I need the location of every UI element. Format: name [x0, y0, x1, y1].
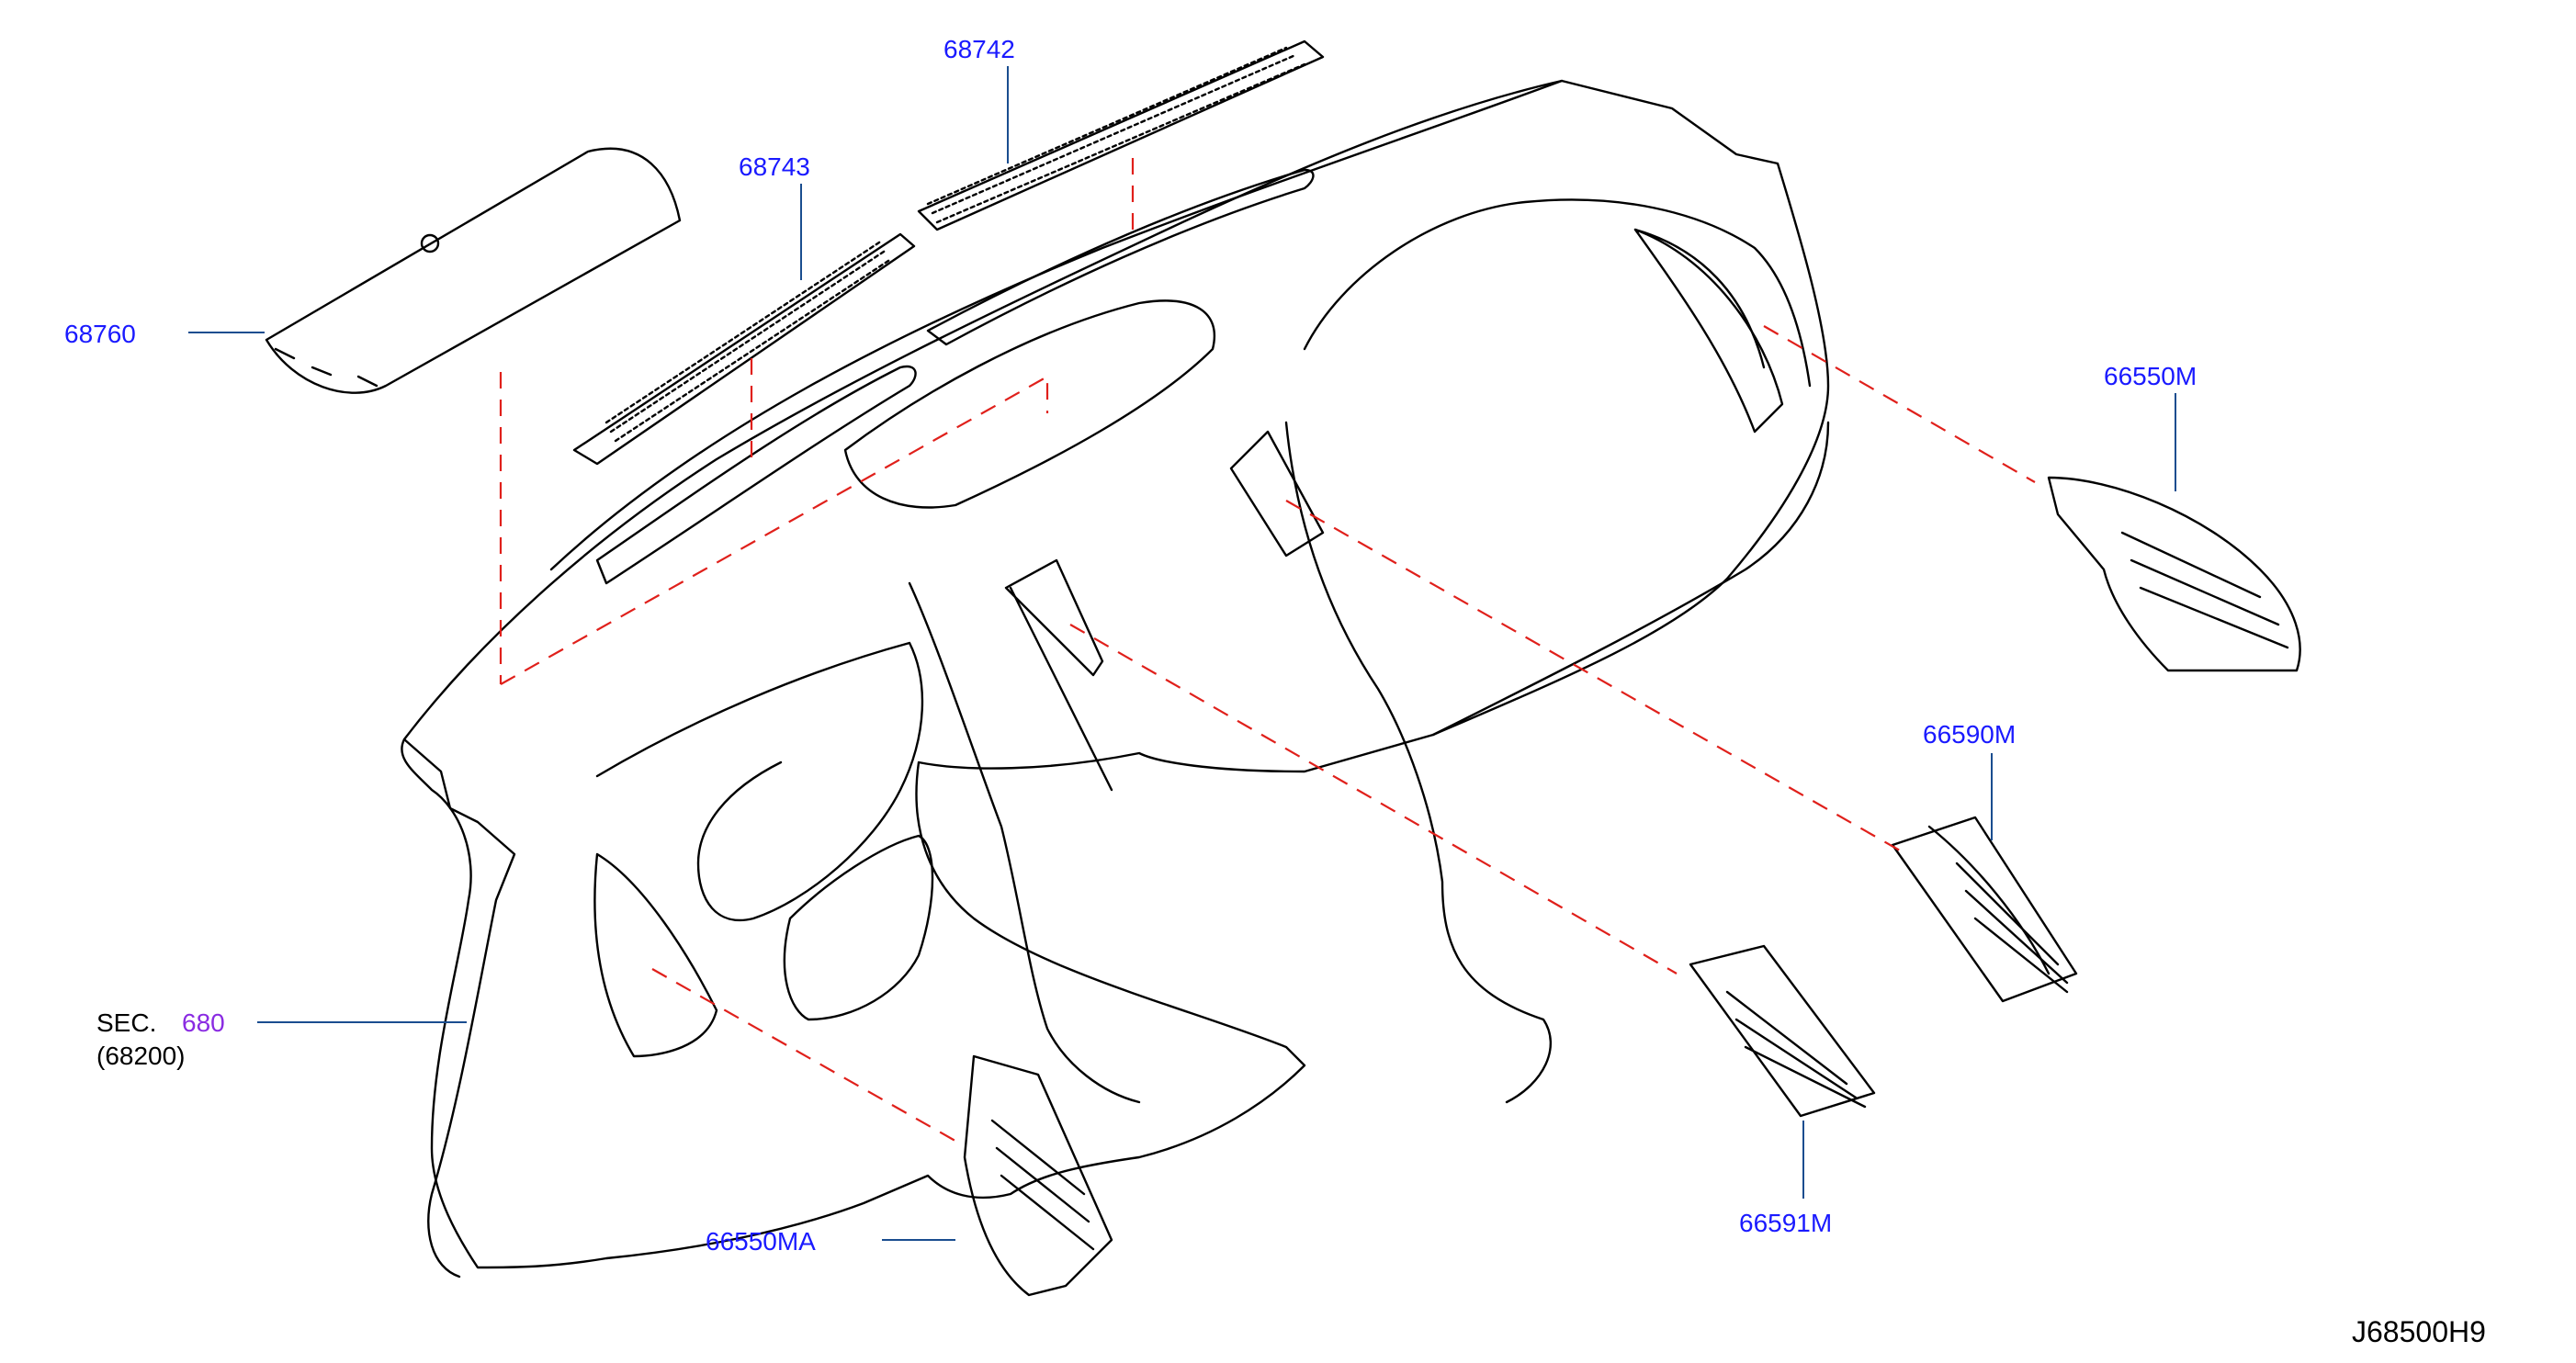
part-68760-hole — [420, 233, 440, 253]
label-68760[interactable]: 68760 — [64, 320, 136, 348]
glovebox — [783, 834, 934, 1021]
section-ref-sub: (68200) — [96, 1042, 186, 1070]
section-ref-prefix: SEC. — [96, 1008, 157, 1037]
part-66550MA-vent — [963, 1054, 1113, 1297]
part-68742-grille — [917, 39, 1325, 231]
dash-66591M — [1069, 624, 1678, 974]
right-dash-wing — [1303, 198, 1812, 388]
dash-66590M — [1285, 500, 1907, 855]
dashboard-top-edge — [549, 79, 1564, 571]
side-vent-opening-center — [1229, 430, 1325, 558]
defrost-slot-right — [926, 168, 1315, 346]
center-console — [908, 421, 1553, 1104]
label-66590M[interactable]: 66590M — [1923, 720, 2017, 749]
label-66591M[interactable]: 66591M — [1739, 1209, 1833, 1237]
instrument-hood — [843, 299, 1215, 509]
left-side-edge — [402, 738, 516, 1279]
part-66591M-vent — [1689, 944, 1876, 1118]
dashboard-panel — [401, 79, 1830, 1269]
label-66550MA[interactable]: 66550MA — [706, 1227, 816, 1256]
section-ref-number[interactable]: 680 — [182, 1008, 225, 1037]
label-66550M[interactable]: 66550M — [2104, 362, 2198, 390]
knee-panel — [593, 852, 718, 1058]
side-vent-opening-right — [1633, 228, 1784, 434]
left-lower-panel — [595, 641, 924, 921]
part-66550M-vent — [2047, 476, 2301, 672]
dash-68760-horizontal — [500, 375, 1049, 685]
defrost-slot-left — [595, 365, 917, 585]
part-66590M-vent — [1891, 816, 2078, 1003]
right-dash-lower — [1431, 421, 1830, 737]
side-vent-opening-left — [1004, 558, 1104, 677]
dash-66550M — [1763, 325, 2036, 483]
part-68760-cover — [265, 147, 682, 394]
dash-66550MA — [651, 968, 961, 1144]
part-68743-grille — [572, 232, 916, 466]
drawing-code: J68500H9 — [2352, 1315, 2486, 1348]
label-68743[interactable]: 68743 — [739, 152, 810, 181]
label-68742[interactable]: 68742 — [943, 35, 1015, 63]
